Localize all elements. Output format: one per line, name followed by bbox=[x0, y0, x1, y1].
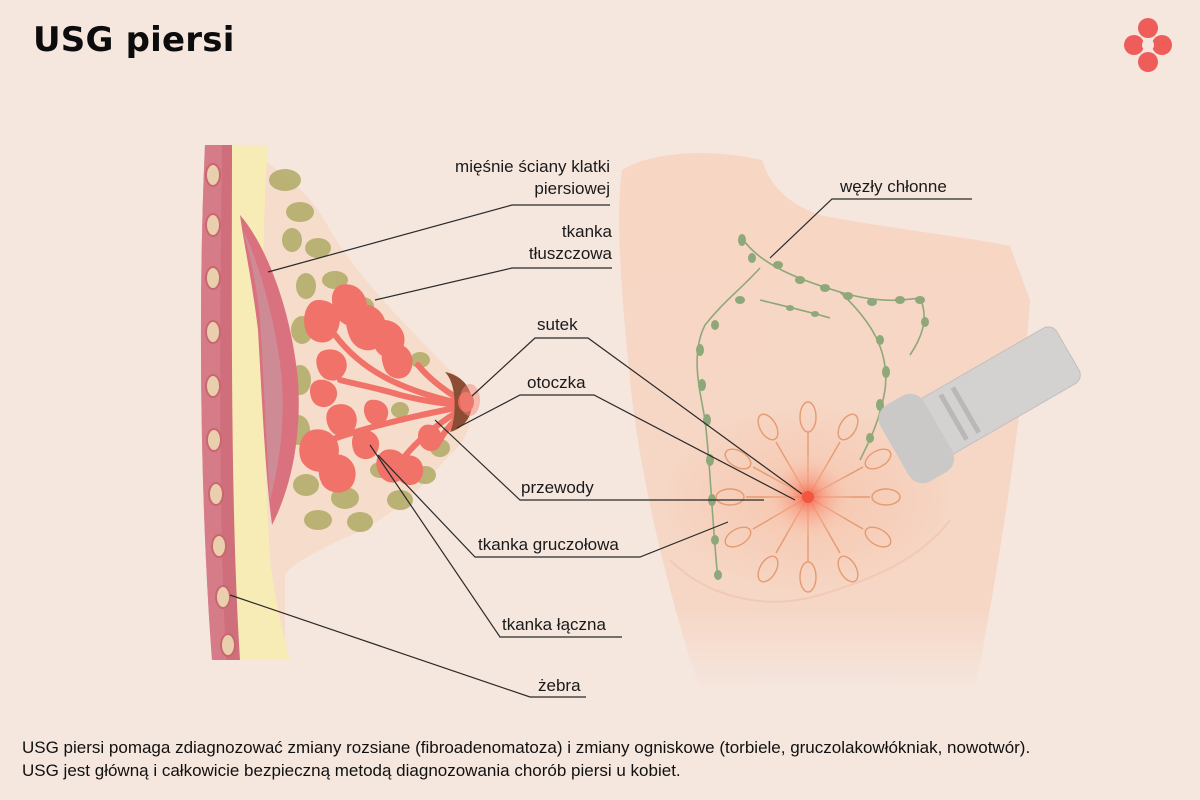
nipple-dot bbox=[802, 491, 814, 503]
caption-line-1: USG piersi pomaga zdiagnozować zmiany ro… bbox=[22, 738, 1031, 757]
label-nipple: sutek bbox=[537, 315, 578, 334]
caption-line-2: USG jest główną i całkowicie bezpieczną … bbox=[22, 761, 681, 780]
ultrasound-probe-illustration bbox=[878, 326, 1081, 484]
label-ribs: żebra bbox=[538, 676, 581, 695]
label-chest-muscles: mięśnie ściany klatki piersiowej bbox=[452, 156, 610, 200]
label-fat-tissue: tkanka tłuszczowa bbox=[492, 221, 612, 265]
caption: USG piersi pomaga zdiagnozować zmiany ro… bbox=[22, 736, 1192, 782]
label-ducts: przewody bbox=[521, 478, 594, 497]
page-title: USG piersi bbox=[33, 20, 235, 60]
cross-section-illustration bbox=[200, 145, 480, 660]
label-chest-muscles-line2: piersiowej bbox=[534, 179, 610, 198]
label-connective-tissue: tkanka łączna bbox=[502, 615, 606, 634]
label-glandular-tissue: tkanka gruczołowa bbox=[478, 535, 619, 554]
label-areola: otoczka bbox=[527, 373, 586, 392]
leader-lines bbox=[229, 198, 972, 698]
lymph-node-dots bbox=[696, 234, 929, 580]
label-chest-muscles-line1: mięśnie ściany klatki bbox=[455, 157, 610, 176]
four-petal-logo-icon bbox=[1124, 18, 1172, 72]
label-fat-tissue-line1: tkanka bbox=[561, 222, 612, 241]
label-lymph-nodes: węzły chłonne bbox=[840, 177, 947, 196]
label-fat-tissue-line2: tłuszczowa bbox=[528, 244, 612, 263]
